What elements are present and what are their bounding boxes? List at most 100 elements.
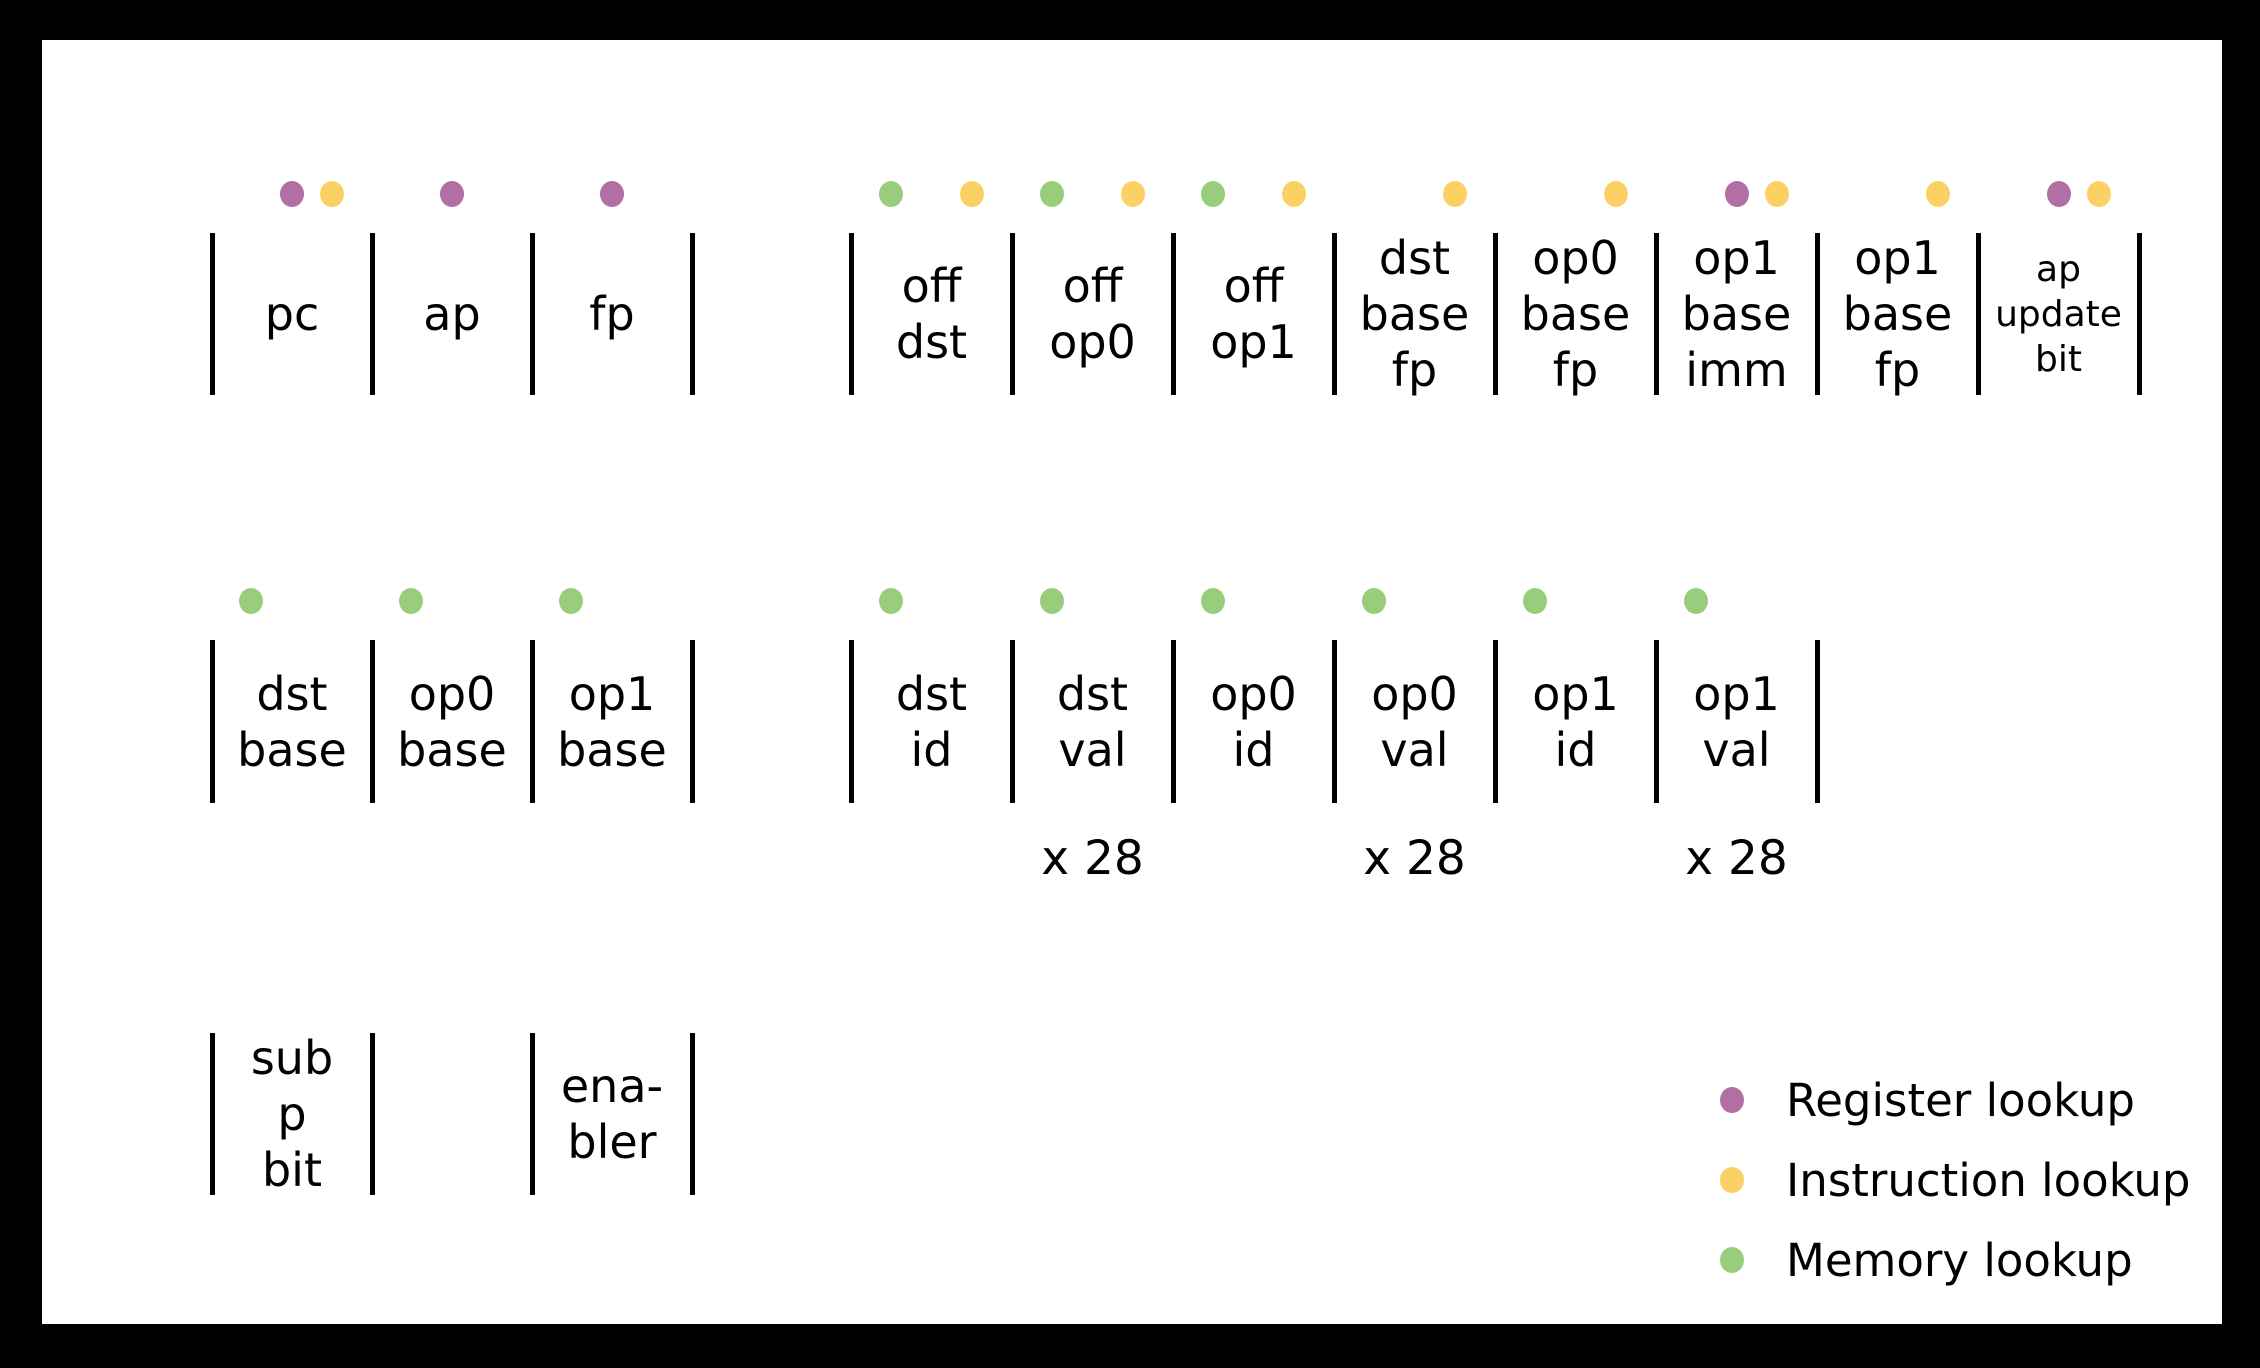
- column-divider: [1010, 640, 1015, 803]
- memory-lookup-dot: [1200, 181, 1225, 207]
- column-divider: [2137, 233, 2142, 395]
- legend-item-register: Register lookup: [1720, 1060, 2190, 1140]
- memory-lookup-dot: [1200, 588, 1225, 614]
- cell-line: dst: [256, 666, 328, 721]
- cell-line: ena-: [560, 1059, 664, 1113]
- legend-label: Memory lookup: [1786, 1233, 2133, 1287]
- instruction-lookup-dot: [320, 181, 344, 207]
- cell-line: base: [397, 722, 507, 777]
- cell-line: base: [557, 722, 667, 777]
- column-divider: [690, 233, 695, 395]
- column-divider: [370, 640, 375, 803]
- register-lookup-dot: [2046, 181, 2071, 207]
- cell-line: bit: [2035, 338, 2082, 380]
- column-divider: [849, 640, 854, 803]
- instruction-lookup-dot: [1442, 181, 1467, 207]
- column-divider: [1976, 233, 1981, 395]
- field-group-registers-row: pc ap fp: [210, 181, 697, 395]
- cell-line: val: [1702, 722, 1771, 777]
- memory-lookup-dot: [559, 588, 583, 614]
- cell-line: dst: [895, 666, 968, 721]
- column-enabler: ena-bler: [536, 1033, 688, 1195]
- cell-line: pc: [264, 287, 320, 341]
- column-divider: [1654, 640, 1659, 803]
- memory-lookup-dot: [399, 588, 423, 614]
- repeat-count-label: x 28: [1363, 831, 1466, 886]
- cell-line: base: [1520, 287, 1631, 341]
- memory-lookup-dot: [1039, 181, 1064, 207]
- cell-line: fp: [589, 287, 635, 341]
- memory-lookup-dot: [1683, 588, 1708, 614]
- cell-line: sub: [250, 1031, 334, 1085]
- column-divider: [370, 233, 375, 395]
- cell-line: base: [237, 722, 347, 777]
- cell-line: op1: [568, 666, 656, 721]
- cell-line: val: [1058, 722, 1127, 777]
- cell-line: dst: [1056, 666, 1129, 721]
- register-lookup-dot: [600, 181, 624, 207]
- cell-line: op0: [1371, 666, 1458, 721]
- cell-line: update: [1995, 293, 2122, 335]
- column-divider: [370, 1033, 375, 1195]
- cell-line: id: [910, 722, 953, 777]
- column-divider: [1493, 640, 1498, 803]
- column-divider: [530, 1033, 535, 1195]
- column-divider: [1332, 640, 1337, 803]
- legend-item-memory: Memory lookup: [1720, 1220, 2190, 1300]
- column-empty: [376, 1033, 528, 1195]
- instruction-lookup-dot: [2086, 181, 2111, 207]
- legend-item-instruction: Instruction lookup: [1720, 1140, 2190, 1220]
- cell-line: imm: [1685, 343, 1788, 397]
- cell-line: off: [1062, 259, 1123, 313]
- cell-line: dst: [1378, 231, 1451, 285]
- cell-line: val: [1380, 722, 1449, 777]
- cell-line: dst: [895, 315, 968, 369]
- register-lookup-dot: [280, 181, 304, 207]
- cell-line: fp: [1874, 343, 1921, 397]
- memory-lookup-dot: [239, 588, 263, 614]
- column-divider: [530, 640, 535, 803]
- cell-line: bit: [261, 1143, 322, 1197]
- instruction-lookup-dot: [959, 181, 984, 207]
- cell-line: p: [277, 1087, 307, 1141]
- cell-line: op0: [1532, 231, 1619, 285]
- legend-label: Register lookup: [1786, 1073, 2135, 1127]
- column-divider: [1493, 233, 1498, 395]
- cell-line: base: [1681, 287, 1792, 341]
- repeat-count-label: x 28: [1041, 831, 1144, 886]
- instruction-lookup-dot: [1925, 181, 1950, 207]
- column-divider: [1815, 233, 1820, 395]
- column-divider: [849, 233, 854, 395]
- cell-line: fp: [1391, 343, 1438, 397]
- register-lookup-dot: [1720, 1087, 1744, 1113]
- cell-line: ap: [2036, 248, 2081, 290]
- column-divider: [210, 640, 215, 803]
- cell-line: fp: [1552, 343, 1599, 397]
- memory-lookup-dot: [1720, 1247, 1744, 1273]
- memory-lookup-dot: [878, 588, 903, 614]
- cell-line: op1: [1854, 231, 1941, 285]
- legend: Register lookup Instruction lookup Memor…: [1720, 1060, 2190, 1300]
- memory-lookup-dot: [1361, 588, 1386, 614]
- column-divider: [1171, 233, 1176, 395]
- column-ap: ap: [376, 233, 528, 395]
- cell-line: op0: [1210, 666, 1297, 721]
